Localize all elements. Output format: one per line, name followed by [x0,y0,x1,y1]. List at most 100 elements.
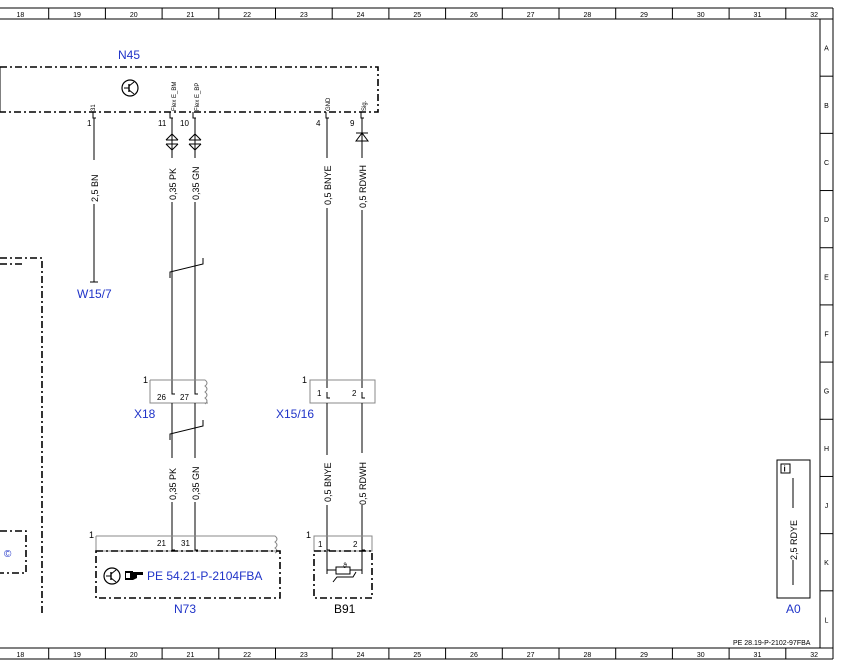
column-label-31: 31 [754,652,762,659]
wire-bnye-rdwh-top[interactable]: 0,5 BNYE 0,5 RDWH [321,118,369,388]
pointing-hand-icon[interactable] [125,571,143,580]
wire-label-0-35-gn-top: 0,35 GN [191,166,201,200]
row-label-A: A [824,46,829,53]
pin-num-11: 11 [158,119,167,128]
x18-pin-27: 27 [180,393,189,402]
row-label-B: B [824,103,829,110]
pin-num-9: 9 [350,119,355,128]
row-label-C: C [824,160,829,167]
x18-pin-26: 26 [157,393,166,402]
wire-2-5-bn[interactable]: 2,5 BN [89,118,100,283]
column-label-21: 21 [187,652,195,659]
column-label-30: 30 [697,12,705,19]
label-n73: N73 [174,602,196,616]
column-label-20: 20 [130,652,138,659]
column-label-30: 30 [697,652,705,659]
component-n45[interactable]: N45 31 Flex E_BM Flex E_BP GND Sig. 1 11… [0,48,379,128]
x18-corner-num: 1 [143,375,148,385]
n73-pin-31: 31 [181,539,190,548]
component-b91[interactable]: 1 1 2 ϑ [306,530,373,599]
pin-name-flex-e-bp: Flex E_BP [195,83,201,111]
wire-label-0-5-bnye-top: 0,5 BNYE [323,165,333,205]
pin-name-31: 31 [91,104,97,111]
component-a0[interactable]: i 2,5 RDYE [776,459,811,599]
column-label-22: 22 [243,652,251,659]
row-label-D: D [824,217,829,224]
column-label-32: 32 [810,12,818,19]
pin-num-1: 1 [87,119,92,128]
wire-label-2-5-bn: 2,5 BN [90,174,100,202]
n73-corner-num: 1 [89,530,94,540]
component-n73[interactable]: 1 21 31 PE 54.21-P-2104FBA [89,530,281,599]
connector-x18[interactable]: 1 26 27 [143,375,208,405]
border-frame [0,7,834,660]
n73-reference-link[interactable]: PE 54.21-P-2104FBA [147,569,262,583]
n73-pin-21: 21 [157,539,166,548]
column-label-24: 24 [357,652,365,659]
column-label-26: 26 [470,652,478,659]
label-b91: B91 [334,602,356,616]
wire-label-0-5-rdwh-bottom: 0,5 RDWH [358,462,368,505]
x15-16-pin-2: 2 [352,389,357,398]
row-label-F: F [824,332,828,339]
column-label-28: 28 [583,12,591,19]
row-label-L: L [825,617,829,624]
label-x18: X18 [134,407,156,421]
svg-text:©: © [4,549,12,560]
column-label-31: 31 [754,12,762,19]
wire-label-0-5-rdwh-top: 0,5 RDWH [358,165,368,208]
connector-x15-16[interactable]: 1 1 2 [302,375,376,404]
n45-pin-marks [92,112,364,119]
svg-text:ϑ: ϑ [343,563,347,570]
pin-name-gnd: GND [326,97,332,111]
label-w15-7: W15/7 [77,287,112,301]
flex-connector-icon [165,133,202,151]
temperature-sensor-icon: ϑ [326,551,363,583]
wire-label-0-35-gn-bottom: 0,35 GN [191,466,201,500]
row-label-E: E [824,274,829,281]
column-label-26: 26 [470,12,478,19]
column-label-20: 20 [130,12,138,19]
column-label-24: 24 [357,12,365,19]
row-label-G: G [824,389,829,396]
label-a0: A0 [786,602,801,616]
b91-pin-1: 1 [318,540,323,549]
column-label-18: 18 [16,652,24,659]
column-label-18: 18 [16,12,24,19]
pin-name-flex-e-bm: Flex E_BM [172,82,178,111]
column-label-23: 23 [300,652,308,659]
svg-text:i: i [784,465,786,474]
document-reference: PE 28.19-P-2102-97FBA [733,640,811,647]
transistor-icon [103,567,121,585]
column-label-21: 21 [187,12,195,19]
wire-label-0-35-pk-top: 0,35 PK [168,168,178,200]
x15-16-corner-num: 1 [302,375,307,385]
pin-name-sig: Sig. [362,100,368,111]
pin-num-4: 4 [316,119,321,128]
column-label-25: 25 [413,12,421,19]
column-label-27: 27 [527,12,535,19]
row-label-H: H [824,446,829,453]
wire-bnye-rdwh-bottom[interactable]: 0,5 BNYE 0,5 RDWH [321,403,368,545]
label-n45: N45 [118,48,140,62]
label-x15-16: X15/16 [276,407,314,421]
partial-component-left-top [0,257,43,615]
column-label-25: 25 [413,652,421,659]
info-icon[interactable]: i [780,463,791,474]
transistor-icon [121,79,139,97]
wire-label-0-5-bnye-bottom: 0,5 BNYE [323,462,333,502]
column-label-22: 22 [243,12,251,19]
wire-label-0-35-pk-bottom: 0,35 PK [168,468,178,500]
column-label-19: 19 [73,652,81,659]
wire-pair-pk-gn-bottom[interactable]: 0,35 PK 0,35 GN [166,403,204,545]
partial-component-left-bottom: © [0,530,27,574]
b91-corner-num: 1 [306,530,311,540]
wire-pair-pk-gn-top[interactable]: 0,35 PK 0,35 GN [165,118,204,388]
row-label-K: K [824,560,829,567]
column-label-29: 29 [640,12,648,19]
